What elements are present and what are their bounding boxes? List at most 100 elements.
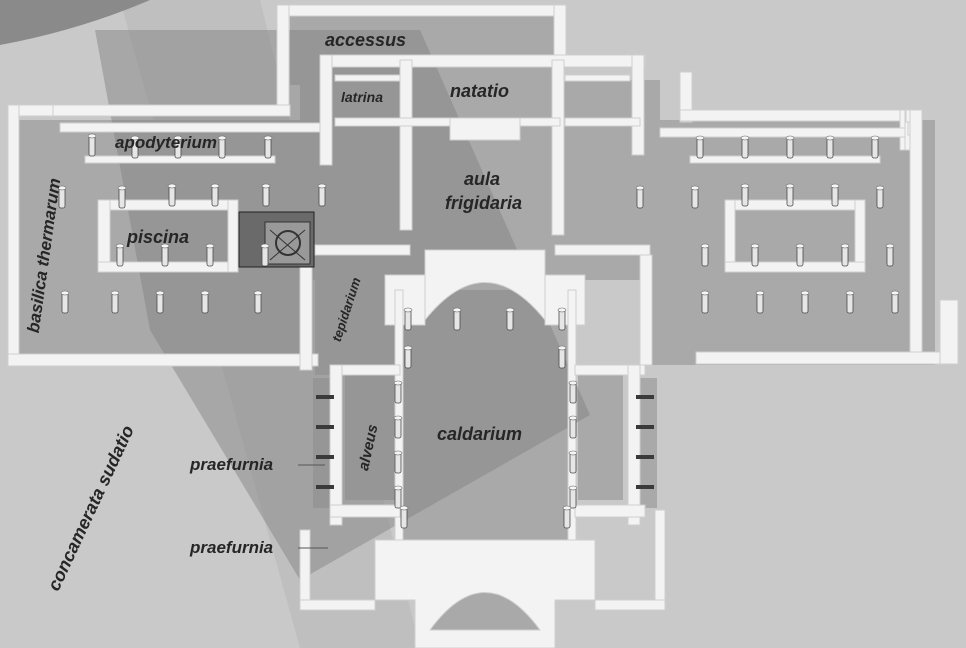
- mosaic-motif: [275, 230, 301, 256]
- column-capital: [160, 243, 170, 249]
- wall: [319, 54, 646, 68]
- column: [636, 187, 644, 209]
- wall: [724, 261, 866, 273]
- column-capital: [785, 135, 795, 141]
- praefurnia-upper-label: praefurnia: [190, 455, 274, 474]
- column-capital: [155, 290, 165, 296]
- wall: [97, 199, 111, 271]
- wall: [314, 244, 411, 256]
- diagonal-shadow: [95, 30, 590, 580]
- wall: [44, 104, 291, 117]
- column: [801, 292, 809, 314]
- wall: [631, 54, 645, 156]
- column-capital: [261, 183, 271, 189]
- column: [876, 187, 884, 209]
- accessus-floor: [290, 15, 560, 85]
- column-capital: [700, 243, 710, 249]
- column: [261, 245, 269, 267]
- wall: [554, 244, 651, 256]
- column: [404, 347, 412, 369]
- column: [886, 245, 894, 267]
- column-capital: [845, 290, 855, 296]
- column-capital: [690, 185, 700, 191]
- wall: [689, 155, 881, 164]
- column: [826, 137, 834, 159]
- column: [701, 292, 709, 314]
- wall: [334, 117, 561, 127]
- column: [156, 292, 164, 314]
- column-capital: [875, 185, 885, 191]
- slot: [316, 395, 334, 399]
- column-capital: [87, 133, 97, 139]
- slot: [316, 425, 334, 429]
- column: [871, 137, 879, 159]
- column: [563, 507, 571, 529]
- column: [786, 137, 794, 159]
- column-capital: [115, 243, 125, 249]
- column-capital: [695, 135, 705, 141]
- slot: [636, 455, 654, 459]
- column: [211, 185, 219, 207]
- wall: [276, 4, 290, 106]
- wall: [909, 109, 923, 363]
- wall: [854, 199, 866, 273]
- column: [696, 137, 704, 159]
- wall: [334, 74, 401, 82]
- column: [751, 245, 759, 267]
- apodyterium-label: apodyterium: [115, 133, 218, 152]
- column-capital: [210, 183, 220, 189]
- wall: [564, 117, 641, 127]
- wall: [551, 59, 565, 236]
- column-capital: [635, 185, 645, 191]
- column: [61, 292, 69, 314]
- column-capital: [167, 183, 177, 189]
- column-capital: [173, 135, 183, 141]
- column: [118, 187, 126, 209]
- column: [262, 185, 270, 207]
- slot: [636, 425, 654, 429]
- column-capital: [110, 290, 120, 296]
- column: [404, 309, 412, 331]
- walls: [7, 4, 959, 648]
- wall: [299, 529, 311, 611]
- column: [88, 135, 96, 157]
- column: [400, 507, 408, 529]
- column: [161, 245, 169, 267]
- column-capital: [393, 380, 403, 386]
- column: [569, 452, 577, 474]
- column-capital: [505, 307, 515, 313]
- wall: [299, 599, 376, 611]
- column-capital: [885, 243, 895, 249]
- wall: [7, 104, 20, 366]
- column-capital: [263, 135, 273, 141]
- column-capital: [785, 183, 795, 189]
- column-capital: [317, 183, 327, 189]
- column: [558, 309, 566, 331]
- caldarium-floor: [400, 290, 570, 560]
- column-capital: [755, 290, 765, 296]
- alveus-floor-left: [345, 375, 395, 500]
- column-capital: [260, 243, 270, 249]
- column: [506, 309, 514, 331]
- column: [569, 487, 577, 509]
- column-capital: [800, 290, 810, 296]
- column-capital: [393, 485, 403, 491]
- wall: [679, 109, 911, 122]
- wall: [329, 364, 343, 526]
- column: [116, 245, 124, 267]
- column: [111, 292, 119, 314]
- praefurnia-slots: [316, 395, 654, 489]
- frigidaria-label: frigidaria: [445, 193, 523, 213]
- accessus-label: accessus: [325, 30, 407, 50]
- column-capital: [200, 290, 210, 296]
- column-capital: [403, 345, 413, 351]
- column: [264, 137, 272, 159]
- wall: [695, 351, 959, 365]
- column-capital: [393, 450, 403, 456]
- columns: [57, 133, 900, 529]
- wall: [639, 254, 653, 366]
- column: [701, 245, 709, 267]
- piscina-label: piscina: [127, 227, 190, 247]
- column-capital: [117, 185, 127, 191]
- wall: [449, 117, 521, 141]
